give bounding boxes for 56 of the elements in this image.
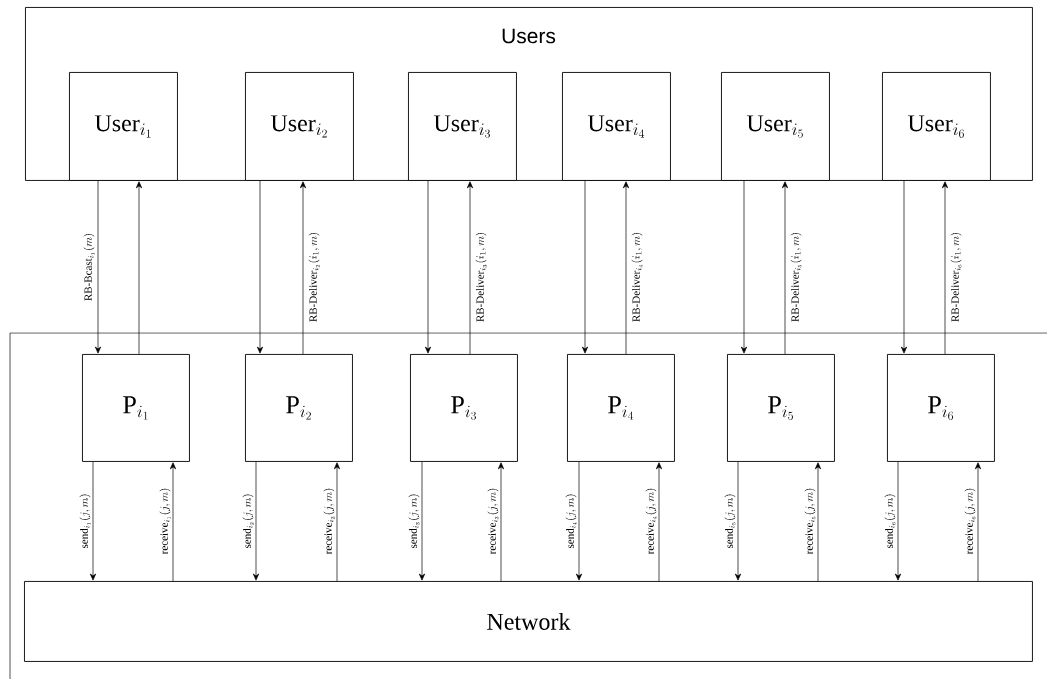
arrow	[734, 461, 742, 581]
edge-label: $\text{RB-Deliver}_{i_4}(i_1,m)$	[631, 233, 643, 322]
arrow	[253, 461, 260, 581]
edge-label: $\text{RB-Deliver}_{i_2}(i_1,m)$	[308, 233, 320, 322]
arrow	[418, 461, 426, 581]
arrow	[781, 181, 789, 355]
process-box: $\mathrm{P}_{i_1}$	[82, 354, 190, 462]
arrow	[576, 461, 583, 581]
user-box: $\mathrm{User}_{i_2}$	[245, 72, 354, 181]
edge-label: $\text{RB-Deliver}_{i_3}(i_1,m)$	[475, 233, 487, 322]
edge-label: $\text{receive}_{i_6}(j,m)$	[964, 488, 976, 555]
user-box: $\mathrm{User}_{i_6}$	[882, 72, 991, 181]
arrow	[90, 461, 97, 581]
edge-label: $\text{receive}_{i_4}(j,m)$	[645, 488, 657, 555]
arrow	[900, 180, 908, 354]
network-box: $\mathrm{Network}$	[24, 581, 1033, 662]
arrow	[655, 462, 663, 582]
edge-label: $\text{RB-Bcast}_{i_1}(m)$	[83, 234, 95, 301]
user-box: $\mathrm{User}_{i_3}$	[408, 72, 517, 181]
arrow	[623, 181, 630, 355]
arrow	[974, 462, 982, 582]
edge-label: $\text{send}_{i_6}(j,m)$	[884, 494, 896, 549]
arrow	[497, 462, 505, 582]
edge-label: $\text{receive}_{i_1}(j,m)$	[159, 488, 171, 555]
arrow	[424, 180, 432, 354]
edge-label: $\text{send}_{i_5}(j,m)$	[724, 494, 736, 549]
user-box: $\mathrm{User}_{i_4}$	[562, 72, 671, 181]
edge-label: $\text{send}_{i_1}(j,m)$	[79, 494, 91, 549]
frame-box	[9, 332, 1047, 679]
edge-label: $\text{send}_{i_2}(j,m)$	[242, 494, 254, 549]
edge-label: $\text{RB-Deliver}_{i_5}(i_1,m)$	[790, 233, 802, 322]
user-box: $\mathrm{User}_{i_5}$	[721, 72, 830, 181]
arrow	[895, 461, 902, 581]
process-box: $\mathrm{P}_{i_3}$	[410, 354, 518, 462]
arrow	[941, 181, 949, 355]
arrow	[333, 462, 341, 582]
arrow	[815, 462, 822, 582]
edge-label: $\text{receive}_{i_3}(j,m)$	[487, 488, 499, 555]
arrow	[582, 180, 589, 354]
edge-label: $\text{receive}_{i_2}(j,m)$	[323, 488, 335, 555]
arrow	[299, 181, 307, 355]
arrow	[136, 181, 143, 355]
edge-label: $\text{receive}_{i_5}(j,m)$	[804, 488, 816, 555]
process-box: $\mathrm{P}_{i_2}$	[245, 354, 353, 462]
process-box: $\mathrm{P}_{i_6}$	[887, 354, 995, 462]
arrow	[95, 180, 102, 354]
user-box: $\mathrm{User}_{i_1}$	[69, 72, 178, 181]
arrow	[256, 180, 264, 354]
edge-label: $\text{RB-Deliver}_{i_6}(i_1,m)$	[950, 233, 962, 322]
process-box: $\mathrm{P}_{i_4}$	[567, 354, 675, 462]
arrow	[466, 181, 474, 355]
edge-label: $\text{send}_{i_3}(j,m)$	[408, 494, 420, 549]
process-box: $\mathrm{P}_{i_5}$	[727, 354, 835, 462]
arrow	[740, 180, 748, 354]
arrow	[170, 462, 177, 582]
edge-label: $\text{send}_{i_4}(j,m)$	[565, 494, 577, 549]
